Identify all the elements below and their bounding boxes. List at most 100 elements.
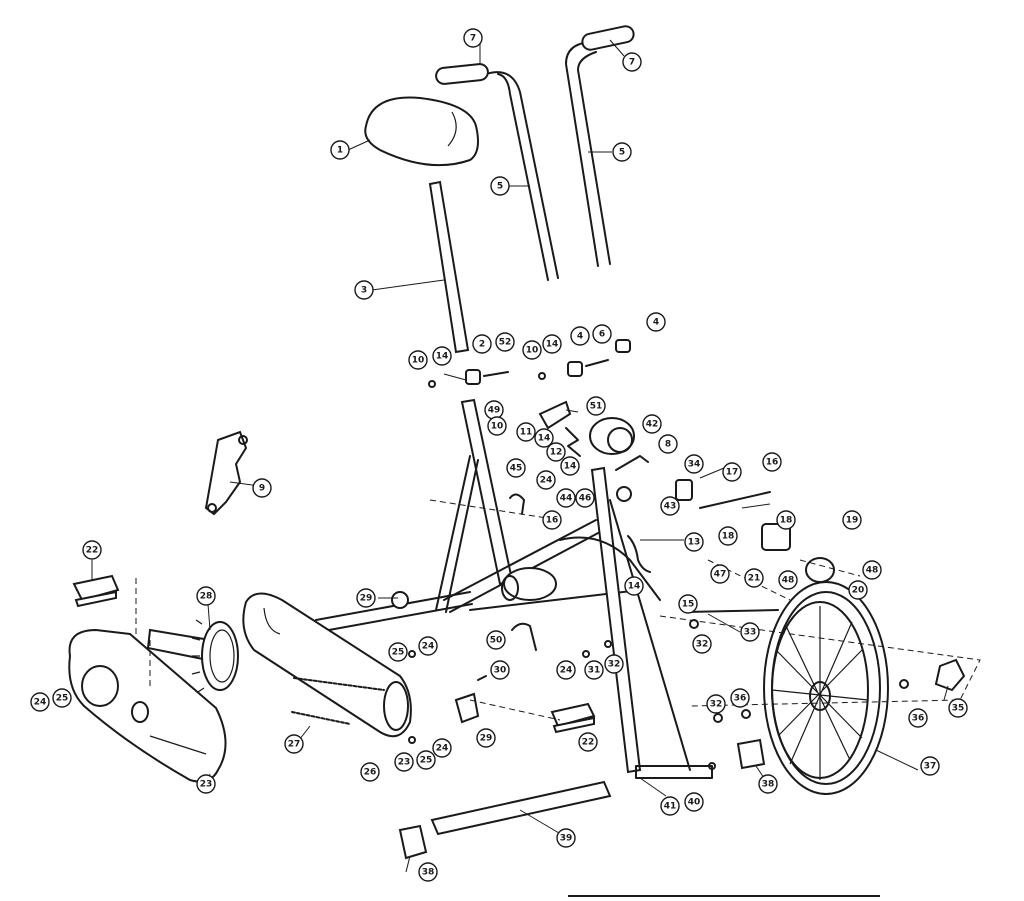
callout-9: 9: [252, 478, 272, 498]
callout-circle: [718, 526, 738, 546]
callout-number: 16: [546, 516, 559, 526]
callout-circle: [356, 588, 376, 608]
callout-24: 24: [556, 660, 576, 680]
callout-41: 41: [660, 796, 680, 816]
callout-number: 3: [361, 286, 367, 296]
callout-10: 10: [487, 416, 507, 436]
callout-number: 23: [398, 758, 411, 768]
callout-circle: [612, 142, 632, 162]
callout-51: 51: [586, 396, 606, 416]
callout-number: 25: [420, 756, 433, 766]
callout-number: 8: [665, 440, 671, 450]
callout-circle: [463, 28, 483, 48]
callout-circle: [30, 692, 50, 712]
callout-number: 24: [540, 476, 553, 486]
callout-5: 5: [612, 142, 632, 162]
callout-24: 24: [30, 692, 50, 712]
seat: [364, 96, 479, 167]
callout-circle: [722, 462, 742, 482]
callout-number: 32: [710, 700, 723, 710]
callout-number: 33: [744, 628, 757, 638]
callout-number: 17: [726, 468, 739, 478]
callout-20: 20: [848, 580, 868, 600]
callout-21: 21: [744, 568, 764, 588]
callout-number: 2: [479, 340, 485, 350]
callout-circle: [778, 570, 798, 590]
callout-circle: [776, 510, 796, 530]
callout-circle: [394, 752, 414, 772]
callout-number: 4: [653, 318, 659, 328]
callout-number: 27: [288, 740, 301, 750]
callout-14: 14: [534, 428, 554, 448]
small-hardware-row: [428, 339, 631, 388]
callout-32: 32: [706, 694, 726, 714]
callout-circle: [570, 326, 590, 346]
callout-number: 4: [577, 332, 583, 342]
callout-circle: [678, 594, 698, 614]
callout-circle: [490, 176, 510, 196]
callout-18: 18: [776, 510, 796, 530]
callout-32: 32: [692, 634, 712, 654]
callout-number: 38: [762, 780, 775, 790]
callout-number: 26: [364, 768, 377, 778]
callout-number: 51: [590, 402, 603, 412]
callout-25: 25: [416, 750, 436, 770]
callout-number: 7: [629, 58, 635, 68]
callout-circle: [418, 862, 438, 882]
callout-number: 10: [526, 346, 539, 356]
seat-post: [428, 180, 470, 354]
callout-circle: [646, 312, 666, 332]
callout-number: 19: [846, 516, 859, 526]
callout-number: 29: [480, 734, 493, 744]
callout-number: 24: [436, 744, 449, 754]
handlebar-right: [565, 25, 635, 267]
callout-48: 48: [862, 560, 882, 580]
callout-1: 1: [330, 140, 350, 160]
callout-number: 29: [360, 594, 373, 604]
callout-32: 32: [604, 654, 624, 674]
callout-14: 14: [560, 456, 580, 476]
callout-14: 14: [542, 334, 562, 354]
callout-36: 36: [908, 708, 928, 728]
callout-number: 5: [497, 182, 503, 192]
callout-number: 40: [688, 798, 701, 808]
callout-circle: [506, 458, 526, 478]
callout-29: 29: [476, 728, 496, 748]
callout-number: 15: [682, 600, 695, 610]
callout-circle: [710, 564, 730, 584]
callout-circle: [516, 422, 536, 442]
callout-number: 14: [436, 352, 449, 362]
callout-circle: [556, 488, 576, 508]
callout-number: 14: [538, 434, 551, 444]
callout-circle: [408, 350, 428, 370]
front-base-tube: [398, 738, 766, 860]
callout-number: 46: [579, 494, 592, 504]
callout-15: 15: [678, 594, 698, 614]
callout-circle: [487, 416, 507, 436]
callout-circle: [196, 774, 216, 794]
callout-circle: [196, 586, 216, 606]
callout-circle: [330, 140, 350, 160]
pedal-left: [72, 574, 120, 608]
callout-18: 18: [718, 526, 738, 546]
callout-number: 13: [688, 538, 701, 548]
callout-24: 24: [418, 636, 438, 656]
callout-number: 24: [34, 698, 47, 708]
callout-7: 7: [463, 28, 483, 48]
callout-number: 41: [664, 802, 677, 812]
callout-33: 33: [740, 622, 760, 642]
callout-circle: [592, 324, 612, 344]
callout-circle: [578, 732, 598, 752]
callout-circle: [418, 636, 438, 656]
callout-4: 4: [646, 312, 666, 332]
callout-circle: [642, 414, 662, 434]
callout-circle: [82, 540, 102, 560]
callout-number: 21: [748, 574, 761, 584]
callout-19: 19: [842, 510, 862, 530]
callout-24: 24: [432, 738, 452, 758]
callout-number: 42: [646, 420, 659, 430]
callout-number: 11: [520, 428, 533, 438]
callout-number: 35: [952, 704, 965, 714]
callout-39: 39: [556, 828, 576, 848]
callout-number: 49: [488, 406, 501, 416]
